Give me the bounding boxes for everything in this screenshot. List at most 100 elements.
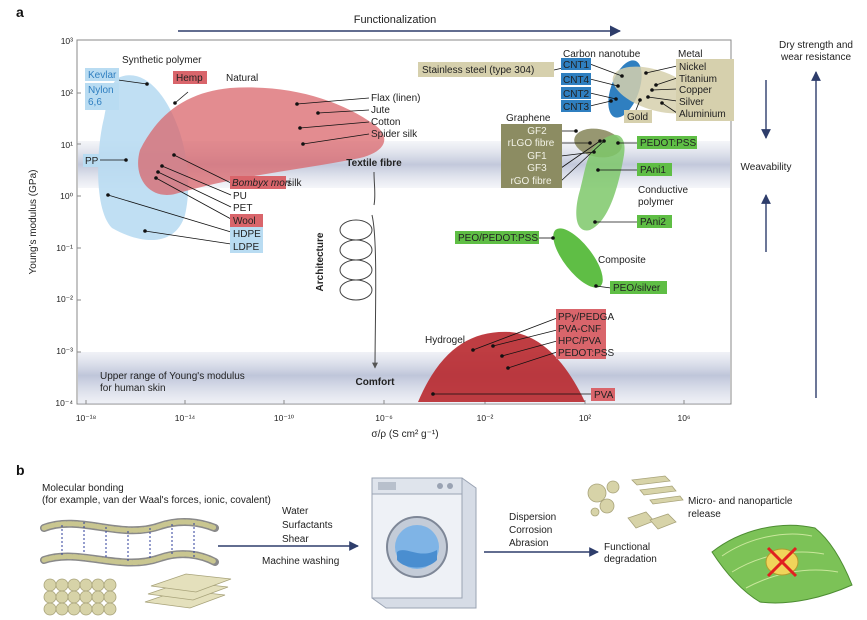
y-tick: 10⁰ bbox=[60, 191, 73, 201]
data-dots bbox=[106, 65, 664, 396]
label-peo-silver: PEO/silver bbox=[613, 283, 661, 294]
panel-label-a: a bbox=[16, 4, 24, 20]
x-tick: 10⁻¹⁰ bbox=[274, 413, 295, 423]
leader-lines bbox=[99, 63, 678, 395]
group-conductive-2: polymer bbox=[638, 197, 674, 208]
y-tick: 10⁻¹ bbox=[56, 243, 73, 253]
weavability-label: Weavability bbox=[741, 162, 792, 173]
composite-region bbox=[553, 228, 603, 288]
label-pva: PVA bbox=[594, 390, 614, 401]
label-box-metals bbox=[676, 59, 734, 121]
natural-fibre-region bbox=[138, 87, 385, 195]
label-rgo: rGO fibre bbox=[510, 176, 552, 187]
label-box-wool bbox=[230, 214, 263, 227]
label-silk: silk bbox=[287, 178, 302, 189]
label-box-pani1 bbox=[637, 163, 672, 176]
group-metal: Metal bbox=[678, 49, 702, 60]
label-cnt1: CNT1 bbox=[563, 60, 590, 71]
label-ldpe: LDPE bbox=[233, 242, 259, 253]
y-tick: 10⁻³ bbox=[56, 346, 73, 356]
architecture-coil bbox=[339, 171, 379, 369]
skin-range-label-line2: for human skin bbox=[100, 383, 166, 394]
y-tick: 10¹ bbox=[61, 140, 73, 150]
label-box-cnt2 bbox=[561, 87, 591, 99]
y-tick-marks bbox=[77, 92, 81, 353]
x-axis-label: σ/ρ (S cm² g⁻¹) bbox=[371, 429, 438, 440]
label-box-peo-silver bbox=[610, 281, 667, 294]
water-label: Water bbox=[282, 506, 309, 517]
label-jute: Jute bbox=[371, 105, 390, 116]
label-pet: PET bbox=[233, 203, 252, 214]
x-tick: 10⁻⁶ bbox=[375, 413, 392, 423]
hydrogel-region bbox=[418, 331, 585, 402]
corrosion-label: Corrosion bbox=[509, 525, 552, 536]
label-aluminium: Aluminium bbox=[679, 109, 726, 120]
label-box-pva bbox=[591, 388, 615, 401]
label-gold: Gold bbox=[627, 112, 648, 123]
machine-washing-label: Machine washing bbox=[262, 556, 339, 567]
label-nickel: Nickel bbox=[679, 62, 706, 73]
circuit-fabric-illustration bbox=[711, 524, 853, 604]
surfactants-label: Surfactants bbox=[282, 520, 333, 531]
label-box-cnt1 bbox=[561, 58, 591, 70]
label-box-stainless bbox=[418, 62, 554, 77]
label-box-cnt3 bbox=[561, 100, 591, 112]
release-label-line1: Micro- and nanoparticle bbox=[688, 496, 793, 507]
label-box-graphene bbox=[501, 124, 562, 188]
label-titanium: Titanium bbox=[679, 74, 717, 85]
label-hpc-pva: HPC/PVA bbox=[558, 336, 601, 347]
label-box-hemp bbox=[173, 71, 207, 84]
label-nylon: Nylon bbox=[88, 85, 114, 96]
x-tick: 10⁻² bbox=[477, 413, 494, 423]
textile-fibre-label: Textile fibre bbox=[346, 158, 402, 169]
y-axis-ticks: 10³ 10² 10¹ 10⁰ 10⁻¹ 10⁻² 10⁻³ 10⁻⁴ bbox=[55, 36, 73, 408]
label-kevlar: Kevlar bbox=[88, 70, 117, 81]
x-tick: 10⁶ bbox=[678, 413, 691, 423]
wear-resistance-label: wear resistance bbox=[780, 52, 851, 63]
comfort-label: Comfort bbox=[356, 377, 396, 388]
label-spider-silk: Spider silk bbox=[371, 129, 418, 140]
label-box-peo-pedot bbox=[455, 231, 539, 244]
label-pu: PU bbox=[233, 191, 247, 202]
label-pedotpss: PEDOT:PSS bbox=[640, 138, 696, 149]
released-particles-illustration bbox=[587, 475, 684, 530]
dispersion-label: Dispersion bbox=[509, 512, 556, 523]
label-hemp: Hemp bbox=[176, 73, 203, 84]
functional-degradation-line1: Functional bbox=[604, 542, 650, 553]
label-box-gold bbox=[624, 110, 652, 123]
label-box-pani2 bbox=[637, 215, 672, 228]
skin-range-band bbox=[78, 352, 730, 404]
label-cnt3: CNT3 bbox=[563, 102, 590, 113]
label-gf2: GF2 bbox=[527, 126, 547, 137]
architecture-label: Architecture bbox=[315, 232, 326, 291]
x-axis-ticks: 10⁻¹⁸ 10⁻¹⁴ 10⁻¹⁰ 10⁻⁶ 10⁻² 10² 10⁶ bbox=[76, 413, 691, 423]
label-cnt4: CNT4 bbox=[563, 75, 590, 86]
molecular-bonding-line2: (for example, van der Waal's forces, ion… bbox=[42, 495, 271, 506]
group-synthetic: Synthetic polymer bbox=[122, 55, 202, 66]
label-nylon-66: 6,6 bbox=[88, 97, 102, 108]
functional-degradation-line2: degradation bbox=[604, 554, 657, 565]
abrasion-label: Abrasion bbox=[509, 538, 548, 549]
label-gf1: GF1 bbox=[527, 151, 547, 162]
group-carbon-nanotube: Carbon nanotube bbox=[563, 49, 641, 60]
label-gf3: GF3 bbox=[527, 163, 547, 174]
label-pva-cnf: PVA-CNF bbox=[558, 324, 601, 335]
label-box-pedotpss bbox=[637, 136, 697, 149]
label-silver: Silver bbox=[679, 97, 705, 108]
label-box-pp bbox=[83, 154, 100, 167]
skin-range-label-line1: Upper range of Young's modulus bbox=[100, 371, 245, 382]
group-hydrogel: Hydrogel bbox=[425, 335, 465, 346]
label-flax: Flax (linen) bbox=[371, 93, 420, 104]
label-pp: PP bbox=[85, 156, 99, 167]
conductive-polymer-region bbox=[576, 134, 625, 231]
label-pani2: PAni2 bbox=[640, 217, 666, 228]
label-rlgo: rLGO fibre bbox=[508, 138, 555, 149]
label-stainless-steel: Stainless steel (type 304) bbox=[422, 65, 534, 76]
label-box-kevlar bbox=[85, 68, 119, 81]
label-pedotpss-hydrogel: PEDOT:PSS bbox=[558, 348, 614, 359]
polymer-chains-illustration bbox=[40, 517, 219, 567]
group-composite: Composite bbox=[598, 255, 646, 266]
group-graphene: Graphene bbox=[506, 113, 551, 124]
label-box-ldpe bbox=[230, 240, 263, 253]
x-tick: 10⁻¹⁸ bbox=[76, 413, 97, 423]
